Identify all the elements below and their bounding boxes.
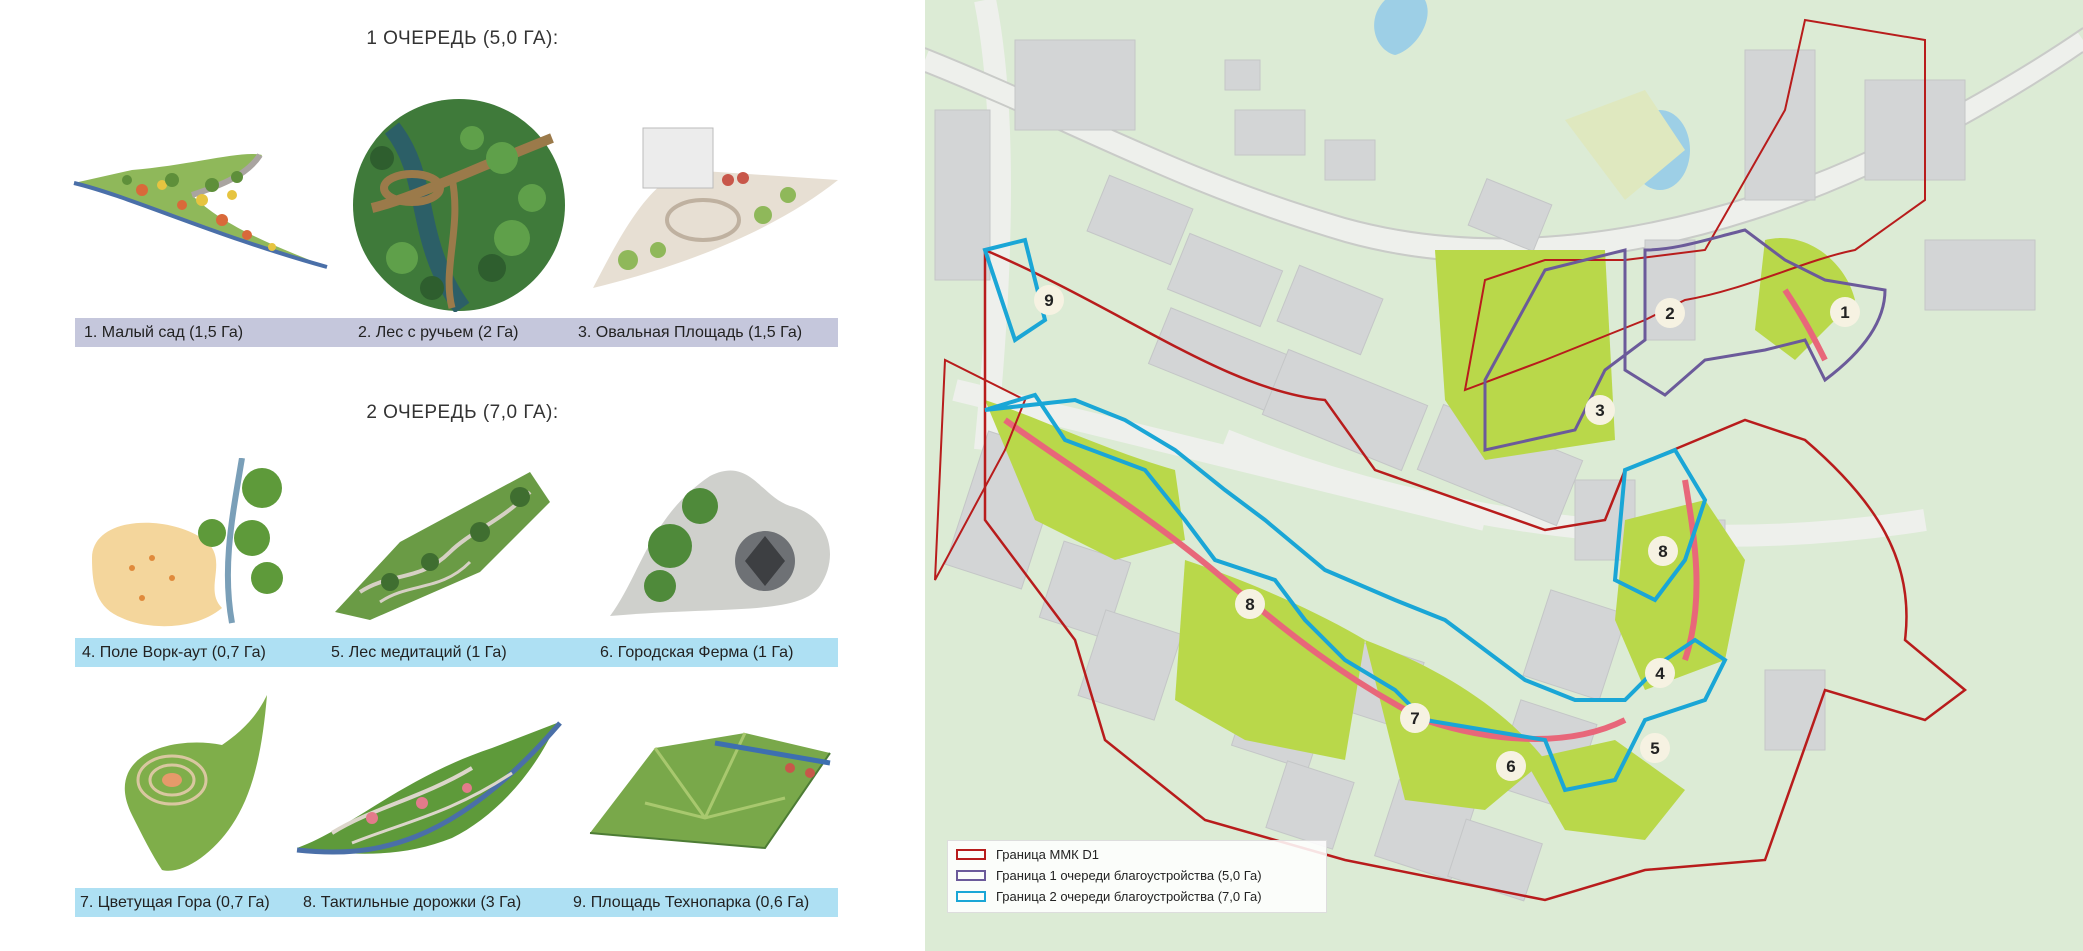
legend-label-mmk: Граница ММК D1 xyxy=(996,847,1099,862)
legend-item-mmk: Граница ММК D1 xyxy=(956,847,1099,862)
svg-text:8: 8 xyxy=(1658,542,1667,561)
caption-meditation-forest: 5. Лес медитаций (1 Га) xyxy=(331,643,507,661)
svg-text:2: 2 xyxy=(1665,304,1674,323)
technopark-square-illustration xyxy=(589,732,831,850)
map-legend: Граница ММК D1 Граница 1 очереди благоус… xyxy=(947,840,1327,913)
phase1-caption-bar: 1. Малый сад (1,5 Га) 2. Лес с ручьем (2… xyxy=(75,318,838,347)
phase1-title: 1 ОЧЕРЕДЬ (5,0 ГА): xyxy=(366,28,559,49)
legend-item-phase1: Граница 1 очереди благоустройства (5,0 Г… xyxy=(956,868,1262,883)
svg-text:7: 7 xyxy=(1410,709,1419,728)
oval-square-illustration xyxy=(593,127,838,288)
zone-marker-2: 2 xyxy=(1655,298,1685,328)
forest-stream-illustration xyxy=(353,99,565,312)
svg-text:5: 5 xyxy=(1650,739,1659,758)
master-plan-map: 1 2 3 4 5 6 7 8 8 9 Граница ММК D1 Грани… xyxy=(925,0,2083,951)
zone-marker-8a: 8 xyxy=(1235,589,1265,619)
svg-text:4: 4 xyxy=(1655,664,1665,683)
svg-text:3: 3 xyxy=(1595,401,1604,420)
caption-small-garden: 1. Малый сад (1,5 Га) xyxy=(84,323,244,341)
caption-technopark-square: 9. Площадь Технопарка (0,6 Га) xyxy=(573,893,810,911)
caption-oval-square: 3. Овальная Площадь (1,5 Га) xyxy=(578,323,803,341)
svg-text:9: 9 xyxy=(1044,291,1053,310)
phase2-boundary xyxy=(982,237,1728,793)
zone-markers: 1 2 3 4 5 6 7 8 8 9 xyxy=(1034,285,1860,781)
blooming-hill-illustration xyxy=(124,695,267,871)
caption-workout-field: 4. Поле Ворк-аут (0,7 Га) xyxy=(82,643,266,661)
legend-item-phase2: Граница 2 очереди благоустройства (7,0 Г… xyxy=(956,889,1262,904)
legend-swatch-blue xyxy=(956,891,986,902)
caption-urban-farm: 6. Городская Ферма (1 Га) xyxy=(600,643,794,661)
legend-label-phase1: Граница 1 очереди благоустройства (5,0 Г… xyxy=(996,868,1262,883)
meditation-forest-illustration xyxy=(335,472,550,620)
site-plan: 1 2 3 4 5 6 7 8 8 9 xyxy=(925,0,2083,951)
caption-tactile-paths: 8. Тактильные дорожки (3 Га) xyxy=(303,893,522,911)
zone-marker-3: 3 xyxy=(1585,395,1615,425)
pedestrian-paths xyxy=(1003,288,1828,742)
svg-text:1: 1 xyxy=(1840,303,1849,322)
lake-north xyxy=(1374,0,1428,55)
small-garden-illustration xyxy=(73,153,328,269)
svg-text:6: 6 xyxy=(1506,757,1515,776)
zone-marker-6: 6 xyxy=(1496,751,1526,781)
phase2-caption-bar-2: 7. Цветущая Гора (0,7 Га) 8. Тактильные … xyxy=(75,888,838,917)
legend-label-phase2: Граница 2 очереди благоустройства (7,0 Г… xyxy=(996,889,1262,904)
tactile-paths-illustration xyxy=(296,721,562,855)
mmk-boundary-north xyxy=(1463,18,1926,392)
zone-marker-7: 7 xyxy=(1400,703,1430,733)
phase2-title: 2 ОЧЕРЕДЬ (7,0 ГА): xyxy=(366,402,559,423)
caption-forest-stream: 2. Лес с ручьем (2 Га) xyxy=(358,323,519,341)
caption-blooming-hill: 7. Цветущая Гора (0,7 Га) xyxy=(80,893,270,911)
zone-marker-8b: 8 xyxy=(1648,536,1678,566)
svg-text:8: 8 xyxy=(1245,595,1254,614)
urban-farm-illustration xyxy=(610,470,830,616)
zone-marker-1: 1 xyxy=(1830,297,1860,327)
phase2-caption-bar-1: 4. Поле Ворк-аут (0,7 Га) 5. Лес медитац… xyxy=(75,638,838,667)
zone-marker-9: 9 xyxy=(1034,285,1064,315)
legend-swatch-red xyxy=(956,849,986,860)
mmk-d1-boundary xyxy=(983,248,1968,902)
workout-field-illustration xyxy=(92,458,283,627)
left-panel: 1 ОЧЕРЕДЬ (5,0 ГА): 1. Малый сад (1,5 Га… xyxy=(0,0,925,951)
phase1-boundary xyxy=(1483,228,1887,452)
zone-marker-5: 5 xyxy=(1640,733,1670,763)
zone-marker-4: 4 xyxy=(1645,658,1675,688)
legend-swatch-purple xyxy=(956,870,986,881)
